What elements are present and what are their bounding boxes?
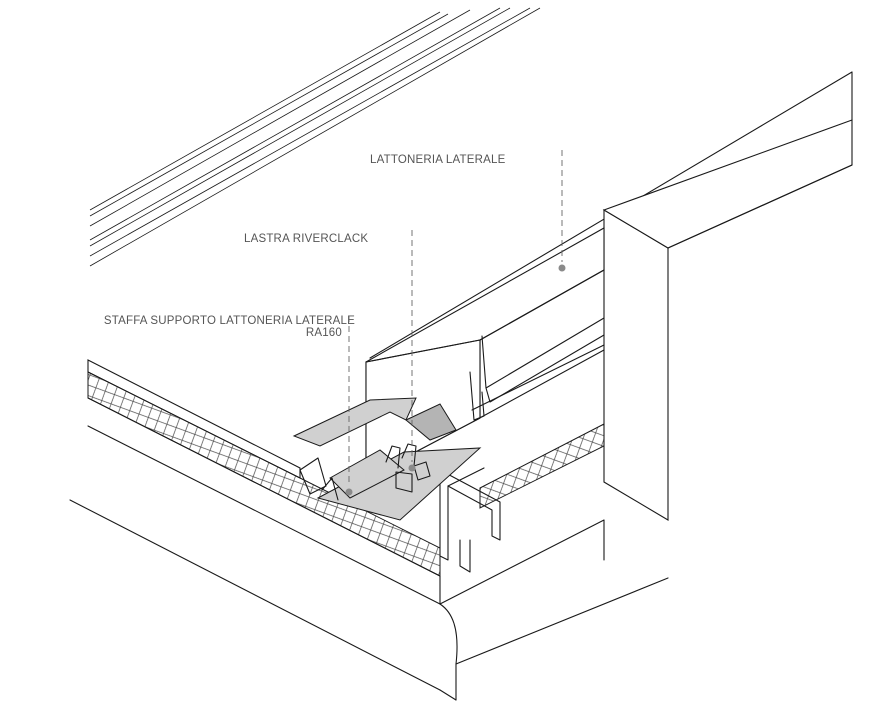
label-lastra-riverclack: LASTRA RIVERCLACK xyxy=(244,233,368,245)
parapet-wall xyxy=(602,119,853,521)
roof-sheet-ribs xyxy=(89,7,541,267)
callout-lattoneria-laterale: LATTONERIA LATERALE xyxy=(370,150,566,272)
marker-staffa xyxy=(345,488,353,496)
marker-lattoneria xyxy=(558,264,566,272)
side-flashing xyxy=(365,227,605,479)
callout-staffa-supporto: STAFFA SUPPORTO LATTONERIA LATERALE RA16… xyxy=(104,315,355,496)
label-lattoneria-laterale: LATTONERIA LATERALE xyxy=(370,154,506,166)
marker-lastra xyxy=(408,464,416,472)
label-staffa-line1: STAFFA SUPPORTO LATTONERIA LATERALE xyxy=(104,315,355,327)
roof-slab xyxy=(69,359,669,701)
label-staffa-line2: RA160 xyxy=(306,327,342,339)
support-bracket xyxy=(292,397,501,573)
callout-lastra-riverclack: LASTRA RIVERCLACK xyxy=(244,230,416,472)
